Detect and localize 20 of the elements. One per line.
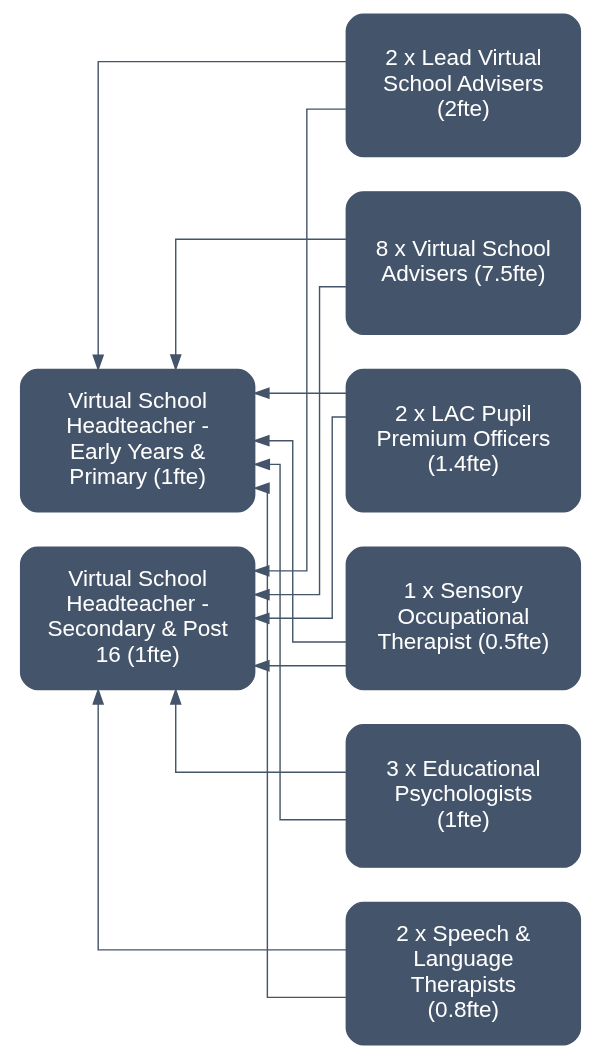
arrow [169, 687, 347, 773]
node-box: 1 x Sensory Occupational Therapist (0.5fte) [345, 546, 581, 691]
arrow [169, 238, 347, 372]
node-box: 3 x Educational Psychologists (1fte) [345, 724, 581, 868]
arrow [252, 416, 347, 625]
arrow [252, 108, 347, 577]
arrow [252, 482, 347, 999]
node-box: Virtual School Headteacher - Early Years & Primary (1fte) [19, 368, 255, 513]
arrow [252, 659, 347, 672]
arrow [252, 434, 347, 643]
node-box: 8 x Virtual School Advisers (7.5fte) [345, 191, 581, 335]
arrow [91, 60, 347, 372]
arrow [91, 687, 347, 951]
arrow [252, 286, 347, 601]
node-box: 2 x Lead Virtual School Advisers (2fte) [345, 13, 581, 158]
node-box: 2 x Speech & Language Therapists (0.8fte) [345, 901, 581, 1046]
arrow [252, 458, 347, 821]
node-box: 2 x LAC Pupil Premium Officers (1.4fte) [345, 368, 581, 513]
arrow [252, 387, 347, 400]
node-box: Virtual School Headteacher - Secondary & Post 16 (1fte) [19, 546, 255, 691]
